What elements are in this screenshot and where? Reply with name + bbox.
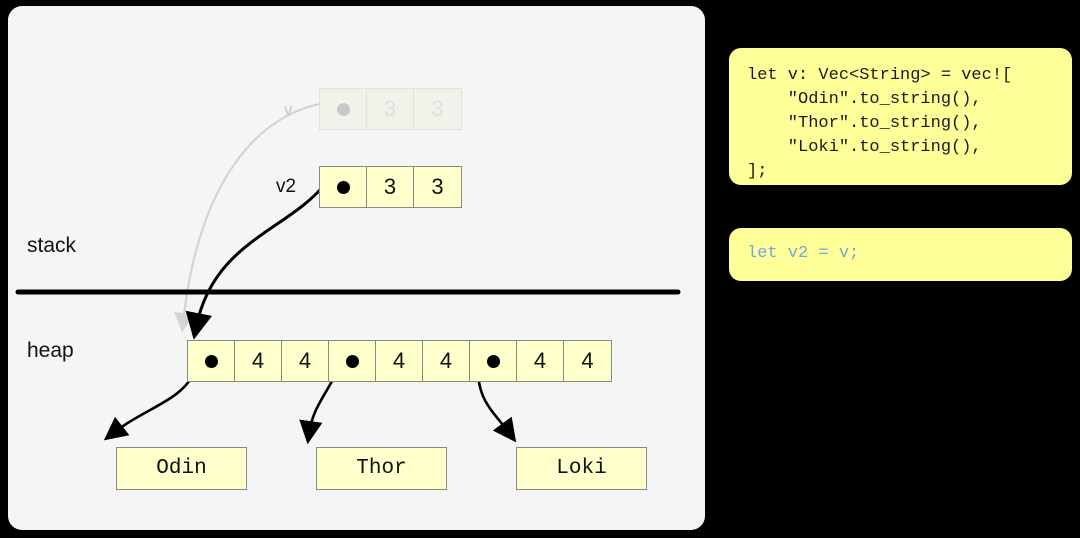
heap-row: 4 4 4 4 4 4 <box>187 340 612 382</box>
variable-label-v2: v2 <box>276 176 297 197</box>
stack-cell-v-capacity: 3 <box>367 89 414 129</box>
arrow-v2-to-heap <box>185 182 328 340</box>
stack-row-v2: 3 3 <box>319 166 462 208</box>
code-block-vec-declaration: let v: Vec<String> = vec![ "Odin".to_str… <box>729 48 1072 185</box>
heap-cell-0-pointer <box>188 341 235 381</box>
stack-cell-v2-capacity: 3 <box>367 167 414 207</box>
stack-cell-v-pointer <box>320 89 367 129</box>
heap-cell-2-length: 4 <box>282 341 329 381</box>
diagram-card: stack heap v v2 3 3 3 3 4 4 4 4 4 4 <box>8 6 705 530</box>
stack-cell-v2-length: 3 <box>431 174 444 199</box>
heap-cell-7-capacity: 4 <box>517 341 564 381</box>
pointer-dot-icon <box>345 354 359 368</box>
stack-cell-v2-pointer <box>320 167 367 207</box>
heap-cell-4-capacity: 4 <box>376 341 423 381</box>
pointer-dot-icon <box>204 354 218 368</box>
heap-region-label: heap <box>27 339 74 362</box>
stack-region-label: stack <box>27 234 77 257</box>
stack-row-v: 3 3 <box>319 88 462 130</box>
string-box-loki: Loki <box>516 447 647 490</box>
pointer-dot-icon <box>336 180 350 194</box>
string-box-thor: Thor <box>316 447 447 490</box>
heap-cell-6-pointer <box>470 341 517 381</box>
heap-cell-1-capacity: 4 <box>235 341 282 381</box>
heap-cell-5-length: 4 <box>423 341 470 381</box>
pointer-dot-icon <box>336 102 350 116</box>
pointer-dot-icon <box>486 354 500 368</box>
heap-cell-8-length: 4 <box>581 348 594 373</box>
code-block-move-assignment: let v2 = v; <box>729 228 1072 281</box>
arrow-heap0-to-odin <box>103 368 198 441</box>
heap-cell-3-pointer <box>329 341 376 381</box>
string-box-odin: Odin <box>116 447 247 490</box>
stack-cell-v-length: 3 <box>431 96 444 121</box>
arrow-v-to-heap-ghost <box>174 101 326 333</box>
variable-label-v: v <box>284 100 293 119</box>
